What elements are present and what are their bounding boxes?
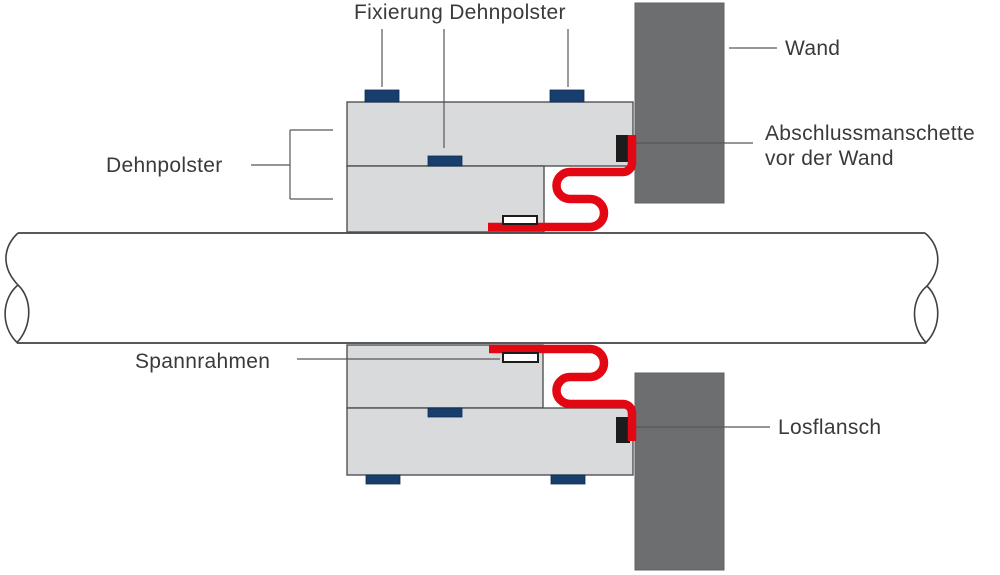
- fixing-pad-upper-middle: [427, 155, 463, 167]
- label-spannrahmen: Spannrahmen: [135, 350, 271, 373]
- flange-block-upper: [616, 135, 630, 162]
- fixing-pad-bottom-left: [365, 474, 401, 485]
- clamp-frame-lower: [502, 352, 539, 363]
- pipe-body: [16, 234, 926, 342]
- label-wand: Wand: [785, 37, 841, 60]
- wall-upper: [634, 2, 725, 204]
- dehnpolster-lower-outer-block: [346, 407, 634, 476]
- wall-lower: [634, 372, 725, 571]
- sleeve-upper: [488, 135, 637, 232]
- flange-block-lower: [616, 417, 630, 443]
- pipe-break-left-lens: [4, 283, 30, 344]
- label-abschlussmanschette-line1: Abschlussmanschette: [765, 122, 975, 145]
- clamp-frame-upper: [502, 215, 538, 225]
- pipe-break-right-curve: [924, 232, 939, 287]
- bracket-dehnpolster: [251, 129, 333, 200]
- fixing-pad-bottom-right: [550, 474, 586, 485]
- fixing-pad-lower-middle: [427, 407, 463, 418]
- pipe-break-left-curve: [5, 232, 19, 286]
- label-dehnpolster: Dehnpolster: [106, 154, 223, 177]
- dehnpolster-upper-outer-block: [346, 101, 634, 167]
- label-losflansch: Losflansch: [778, 416, 882, 439]
- pipe-break-right-lens: [913, 284, 939, 344]
- label-abschlussmanschette: Abschlussmanschette vor der Wand: [765, 121, 975, 171]
- fixing-pad-top-left: [364, 89, 400, 103]
- sleeve-lower: [489, 344, 637, 441]
- fixing-pad-top-right: [549, 89, 585, 103]
- label-abschlussmanschette-line2: vor der Wand: [765, 147, 894, 170]
- label-fixierung-dehnpolster: Fixierung Dehnpolster: [354, 1, 566, 24]
